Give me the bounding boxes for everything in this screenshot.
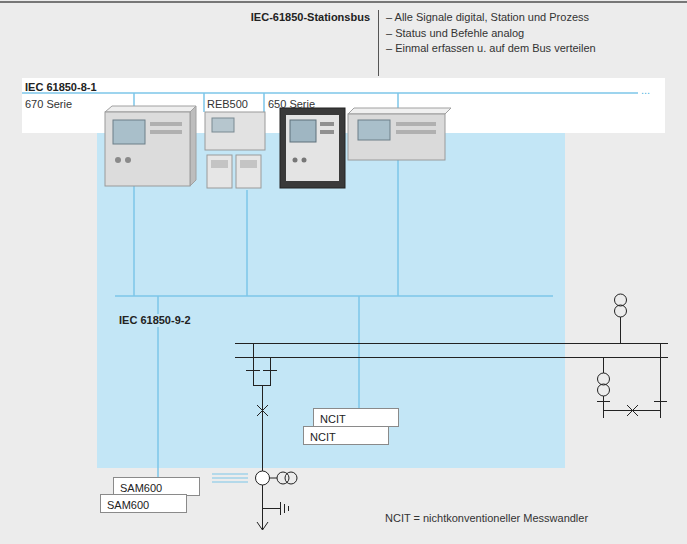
signal-wire [212,482,248,483]
separator-line [378,10,379,76]
bus-tap [203,93,205,112]
device-button [396,122,436,126]
single-line-diagram [235,294,668,530]
device-front [105,112,190,186]
device-button [396,130,436,134]
device-box: NCIT [303,426,389,445]
footnote: NCIT = nichtkonventioneller Messwandler [385,512,588,525]
device-series: 670 Serie [25,98,72,111]
device-screen [358,120,390,140]
earth-switch [263,502,289,515]
device-other [348,108,451,160]
signal-wire [212,474,248,475]
device-panel [240,160,257,168]
device-unit [207,155,232,188]
bullet-note: – Einmal erfassen u. auf dem Bus verteil… [386,42,596,55]
process-bus-tap [358,296,360,408]
transformer-symbol [598,373,610,385]
breaker-symbol [257,405,268,416]
device-top [348,108,451,114]
device-button [150,122,182,126]
wire [270,478,278,479]
process-bus-tap [246,190,248,296]
device-button [320,122,334,126]
wire [603,357,604,373]
box-label: SAM600 [101,497,149,512]
device-button [150,130,182,134]
device-led [293,158,298,163]
box-label: NCIT [304,429,336,444]
device-screen [113,120,145,144]
disconnector [246,343,277,471]
signal-wire [212,478,248,479]
bus-name: IEC 61850-9-2 [117,314,193,327]
box-label: NCIT [314,411,346,426]
device-panel [211,160,228,168]
process-bus-tap [133,186,135,296]
device-frame [280,108,345,188]
bullet-note: – Alle Signale digital, Station und Proz… [386,11,589,24]
device-top [105,106,196,112]
device-led [302,158,307,163]
device-led [115,157,121,163]
device-screen [212,118,234,132]
busbar [235,343,668,344]
device-670 [105,106,196,186]
bus-name: IEC 61850-8-1 [25,81,97,94]
device-screen [290,120,316,142]
device-side [190,106,196,186]
breaker-symbol [627,405,638,416]
top-rule [0,1,687,3]
station-bus [22,92,638,94]
device-front [286,115,339,181]
bus-tap [397,93,399,110]
process-bus [115,295,553,297]
device-650 [280,108,345,188]
transformer-symbol [615,305,627,317]
device-series: REB500 [207,98,248,111]
device-led [125,157,131,163]
device-front [348,114,445,160]
bus-tap [263,93,265,112]
device-reb500 [205,112,265,188]
feeder-arrow [257,485,268,530]
device-front [205,112,265,150]
voltage-transformer [285,472,297,484]
device-box: NCIT [313,408,399,427]
bus-lines [22,93,638,482]
bullet-note: – Status und Befehle analog [386,27,524,40]
continuation-mark: ... [641,84,650,97]
wire [620,317,621,343]
bay-wiring [597,343,667,418]
device-series: 650 Serie [268,98,315,111]
device-box: SAM600 [100,494,187,513]
heading: IEC-61850-Stationsbus [251,11,370,24]
transformer-symbol [598,384,610,396]
process-bus-tap [397,160,399,296]
transformer-symbol [615,294,627,306]
current-transformer [256,471,270,485]
device-button [320,130,334,134]
box-label: SAM600 [114,480,162,495]
device-unit [236,155,261,188]
